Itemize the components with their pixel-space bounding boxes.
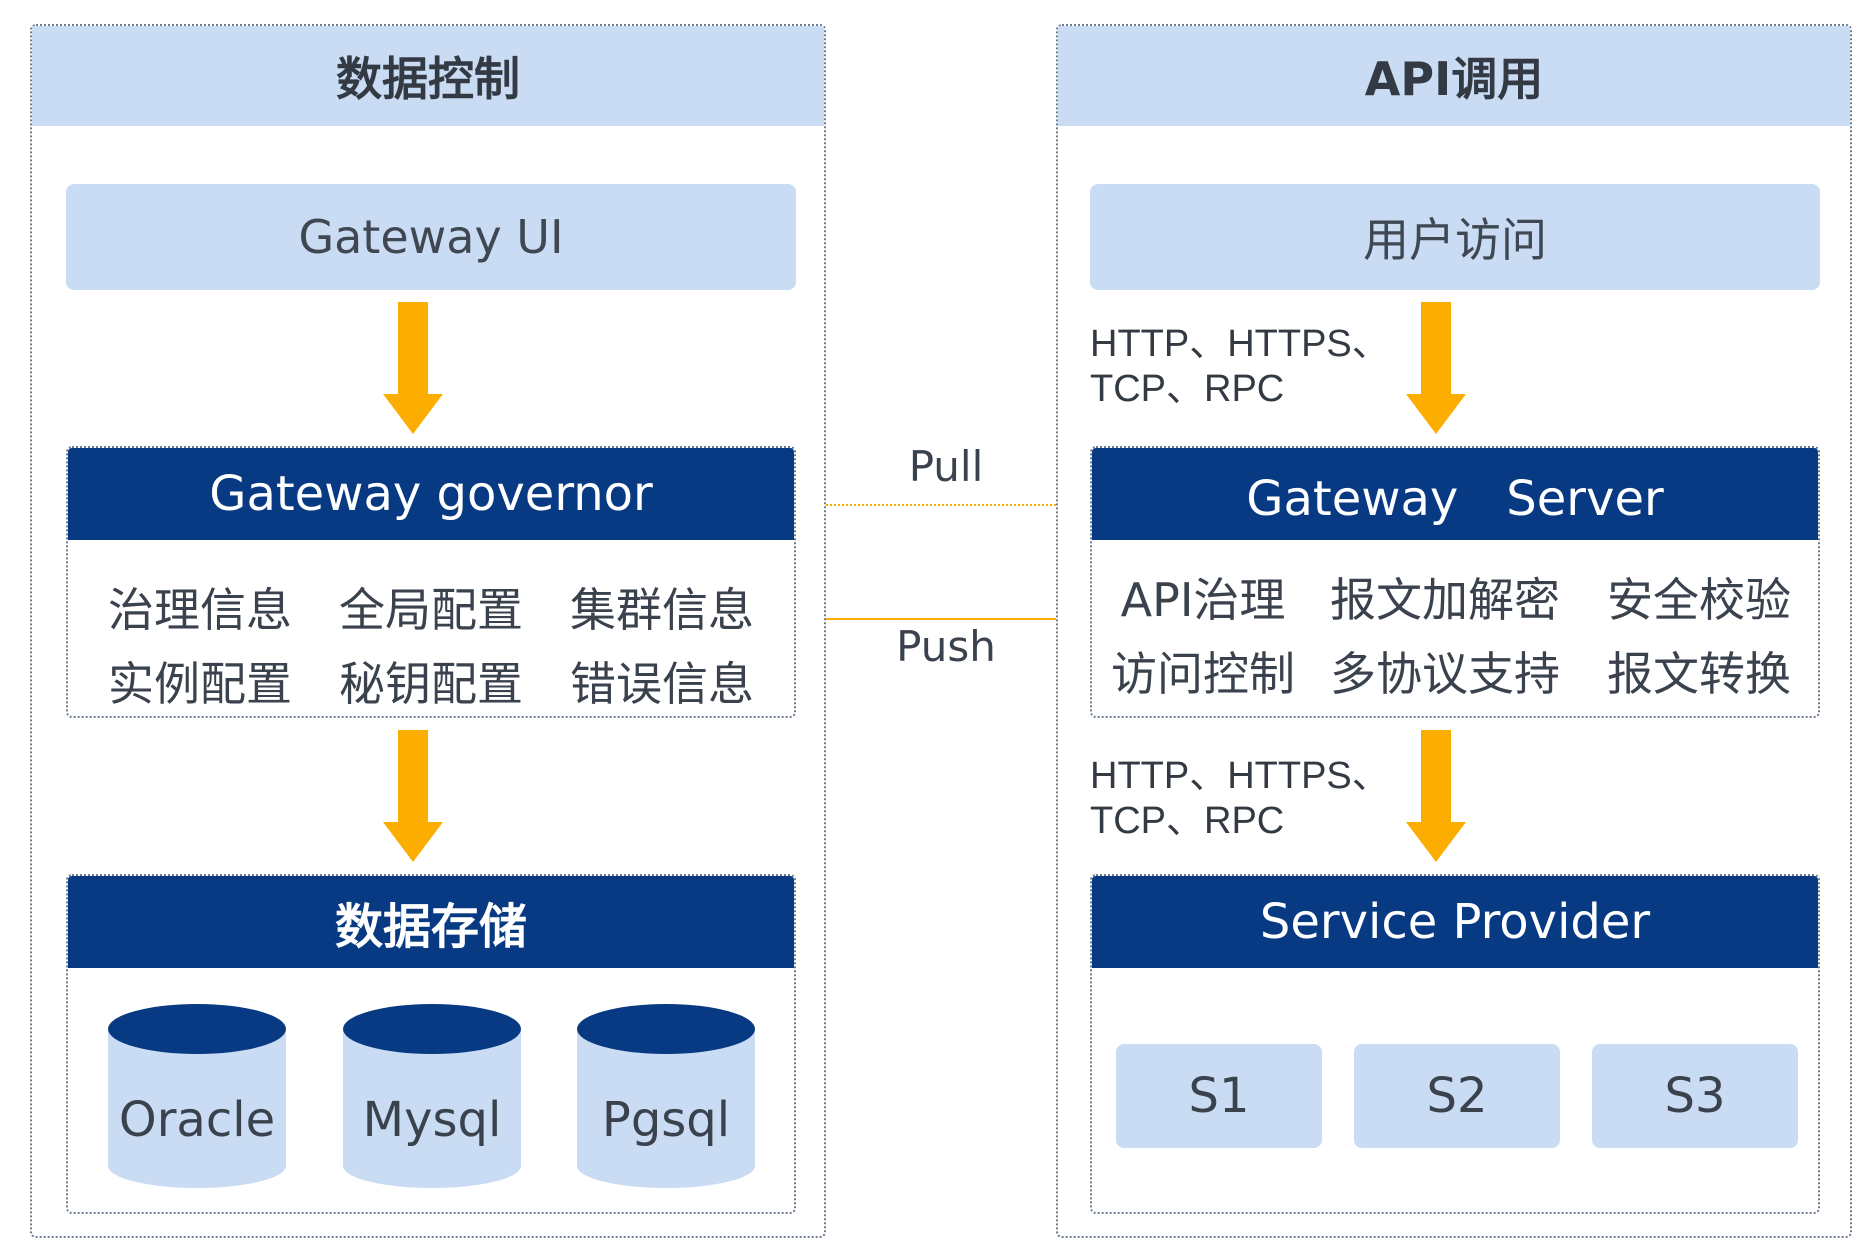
api-call-title: API调用 [1058, 26, 1850, 126]
protocol-line: TCP、RPC [1090, 800, 1285, 842]
feature-cluster-info: 集群信息 [570, 583, 754, 637]
mysql-database-icon: Mysql [343, 1004, 521, 1194]
service-s3: S3 [1592, 1044, 1798, 1148]
feature-security-check: 安全校验 [1607, 573, 1791, 627]
protocol-line: HTTP、HTTPS、 [1090, 755, 1390, 797]
gateway-governor-title: Gateway governor [68, 448, 794, 540]
gateway-ui-box: Gateway UI [66, 184, 796, 290]
pull-connector [826, 504, 1056, 506]
feature-governance-info: 治理信息 [108, 583, 292, 637]
arrow-down-icon [383, 730, 443, 862]
database-label: Pgsql [601, 1092, 731, 1148]
push-label: Push [896, 622, 996, 671]
database-label: Mysql [362, 1092, 502, 1148]
pull-label: Pull [908, 442, 984, 491]
feature-message-transform: 报文转换 [1607, 647, 1791, 701]
protocol-label-top: HTTP、HTTPS、 TCP、RPC [1090, 322, 1390, 412]
protocol-label-bottom: HTTP、HTTPS、 TCP、RPC [1090, 754, 1390, 844]
service-s2: S2 [1354, 1044, 1560, 1148]
service-s1: S1 [1116, 1044, 1322, 1148]
data-storage-title: 数据存储 [68, 876, 794, 968]
feature-instance-config: 实例配置 [108, 657, 292, 711]
protocol-line: HTTP、HTTPS、 [1090, 323, 1390, 365]
oracle-database-icon: Oracle [108, 1004, 286, 1194]
push-connector [826, 618, 1066, 620]
pgsql-database-icon: Pgsql [577, 1004, 755, 1194]
feature-error-info: 错误信息 [570, 657, 754, 711]
gateway-server-card: Gateway Server API治理 报文加解密 安全校验 访问控制 多协议… [1090, 446, 1820, 718]
feature-secret-config: 秘钥配置 [339, 657, 523, 711]
feature-global-config: 全局配置 [339, 583, 523, 637]
feature-api-governance: API治理 [1120, 573, 1286, 627]
gateway-server-title: Gateway Server [1092, 448, 1818, 540]
arrow-down-icon [383, 302, 443, 434]
protocol-line: TCP、RPC [1090, 368, 1285, 410]
gateway-governor-card: Gateway governor 治理信息 全局配置 集群信息 实例配置 秘钥配… [66, 446, 796, 718]
arrow-down-icon [1406, 730, 1466, 862]
feature-multi-protocol: 多协议支持 [1330, 647, 1560, 701]
arrow-down-icon [1406, 302, 1466, 434]
feature-access-control: 访问控制 [1111, 647, 1295, 701]
database-label: Oracle [118, 1092, 276, 1148]
data-control-title: 数据控制 [32, 26, 824, 126]
feature-message-encryption: 报文加解密 [1330, 573, 1560, 627]
user-access-box: 用户访问 [1090, 184, 1820, 290]
service-provider-title: Service Provider [1092, 876, 1818, 968]
